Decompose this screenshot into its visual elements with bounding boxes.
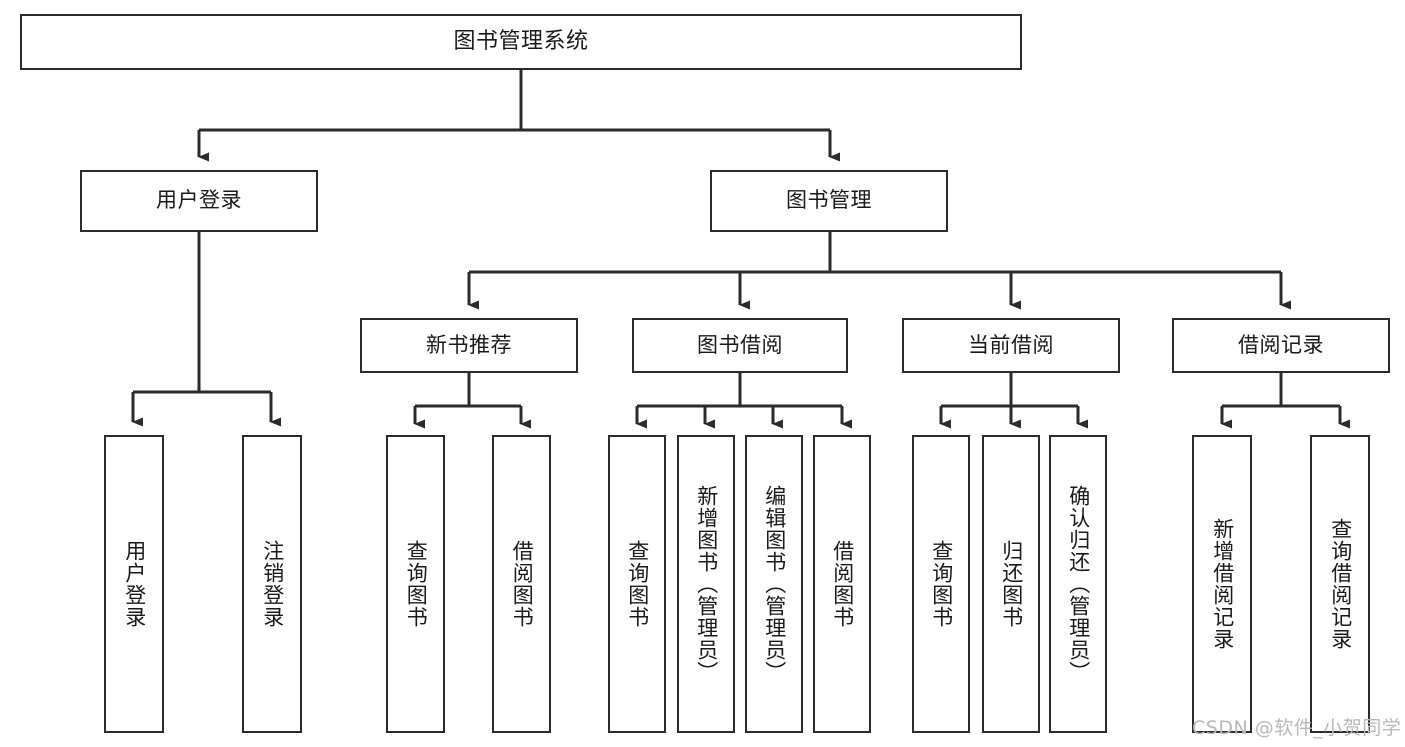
leaf-label: 借阅图书 xyxy=(510,540,535,628)
node-book-borrowing[interactable]: 图书借阅 xyxy=(632,318,848,373)
leaf-label: 新增图书（管理员） xyxy=(694,485,719,683)
edges-currentborrow-to-leaves xyxy=(939,373,1088,429)
node-label: 新书推荐 xyxy=(426,332,512,357)
leaf-logout[interactable]: 注销登录 xyxy=(242,435,302,733)
edges-level2-bookmgmt-to-level3 xyxy=(467,232,1291,310)
node-book-management[interactable]: 图书管理 xyxy=(710,170,948,232)
leaf-label: 借阅图书 xyxy=(830,540,855,628)
edges-bookborrow-to-leaves xyxy=(635,373,852,429)
leaf-borrow-books[interactable]: 借阅图书 xyxy=(813,435,871,733)
leaf-label: 注销登录 xyxy=(260,540,285,628)
edges-userlogin-to-leaves xyxy=(131,232,281,427)
node-user-login[interactable]: 用户登录 xyxy=(80,170,318,232)
leaf-query-books-borrow[interactable]: 查询图书 xyxy=(608,435,666,733)
node-label: 借阅记录 xyxy=(1238,332,1324,357)
edges-newbook-to-leaves xyxy=(413,373,531,429)
node-borrowing-record[interactable]: 借阅记录 xyxy=(1172,318,1390,373)
node-label: 当前借阅 xyxy=(968,332,1054,357)
leaf-return-books[interactable]: 归还图书 xyxy=(982,435,1040,733)
node-label: 图书管理系统 xyxy=(453,28,589,54)
node-new-book-recommendation[interactable]: 新书推荐 xyxy=(360,318,578,373)
leaf-add-book-admin[interactable]: 新增图书（管理员） xyxy=(677,435,735,733)
leaf-label: 查询图书 xyxy=(929,540,954,628)
node-label: 用户登录 xyxy=(156,188,242,213)
leaf-add-borrow-record[interactable]: 新增借阅记录 xyxy=(1192,435,1252,733)
leaf-label: 查询借阅记录 xyxy=(1328,518,1353,650)
node-label: 图书管理 xyxy=(786,188,872,213)
node-current-borrowing[interactable]: 当前借阅 xyxy=(902,318,1120,373)
node-root-library-management-system[interactable]: 图书管理系统 xyxy=(20,14,1022,70)
leaf-label: 编辑图书（管理员） xyxy=(762,485,787,683)
edges-root-to-level2 xyxy=(197,70,840,162)
node-label: 图书借阅 xyxy=(697,332,783,357)
edges-borrowrecord-to-leaves xyxy=(1220,373,1350,429)
leaf-user-login[interactable]: 用户登录 xyxy=(104,435,164,733)
leaf-borrow-books-recommend[interactable]: 借阅图书 xyxy=(492,435,551,733)
leaf-query-borrow-record[interactable]: 查询借阅记录 xyxy=(1310,435,1370,733)
leaf-confirm-return-admin[interactable]: 确认归还（管理员） xyxy=(1049,435,1107,733)
leaf-label: 用户登录 xyxy=(122,540,147,628)
leaf-label: 新增借阅记录 xyxy=(1210,518,1235,650)
leaf-query-books-recommend[interactable]: 查询图书 xyxy=(386,435,445,733)
leaf-label: 确认归还（管理员） xyxy=(1066,485,1091,683)
leaf-label: 归还图书 xyxy=(999,540,1024,628)
leaf-label: 查询图书 xyxy=(404,540,429,628)
leaf-edit-book-admin[interactable]: 编辑图书（管理员） xyxy=(745,435,803,733)
leaf-label: 查询图书 xyxy=(625,540,650,628)
leaf-query-books-current[interactable]: 查询图书 xyxy=(912,435,970,733)
